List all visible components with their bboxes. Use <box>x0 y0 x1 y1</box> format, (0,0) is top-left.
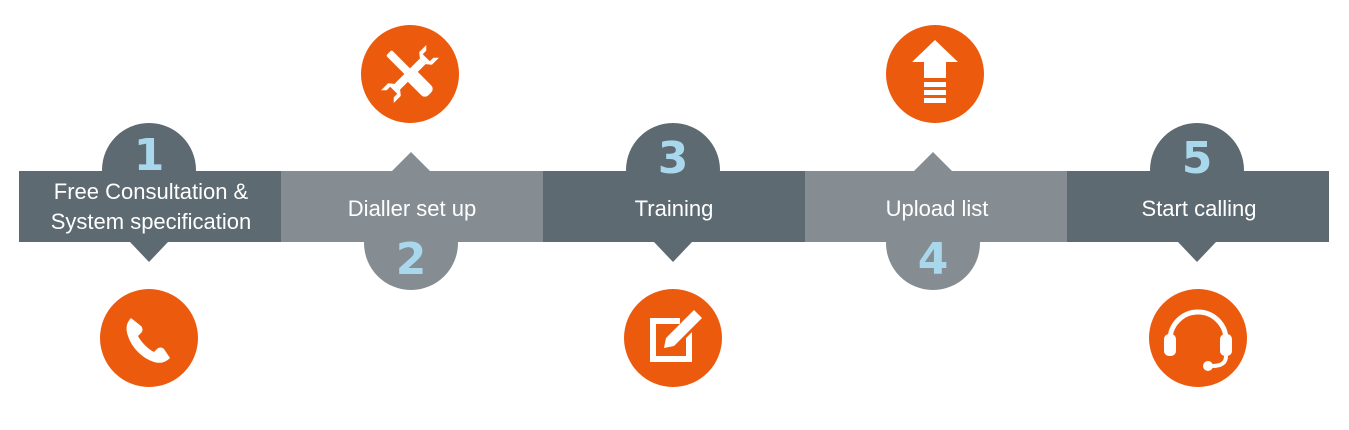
headset-icon <box>1149 289 1247 387</box>
step-4-number: 4 <box>918 234 949 285</box>
step-1-label-line-2: System specification <box>51 209 252 234</box>
step-2: 2 Dialler set up <box>281 25 543 290</box>
step-2-number: 2 <box>396 234 427 285</box>
step-2-pointer <box>392 152 430 171</box>
step-3: 3 Training <box>543 123 805 387</box>
step-1-segment <box>19 171 281 242</box>
phone-icon <box>100 289 198 387</box>
step-1-pointer <box>130 242 168 262</box>
step-5: 5 Start calling <box>1067 123 1329 387</box>
step-1-label-line-1: Free Consultation & <box>54 179 249 204</box>
step-4-pointer <box>914 152 952 171</box>
step-1: 1 Free Consultation & System specificati… <box>19 123 281 387</box>
step-5-number: 5 <box>1182 133 1213 184</box>
step-4: 4 Upload list <box>805 25 1067 290</box>
step-3-segment <box>543 171 805 242</box>
tools-icon <box>361 25 459 123</box>
step-3-number: 3 <box>658 133 689 184</box>
step-4-segment <box>805 171 1067 242</box>
step-3-pointer <box>654 242 692 262</box>
step-5-pointer <box>1178 242 1216 262</box>
step-5-label: Start calling <box>1142 196 1257 221</box>
step-5-segment <box>1067 171 1329 242</box>
step-2-label: Dialler set up <box>348 196 476 221</box>
step-1-number: 1 <box>134 130 165 181</box>
step-2-segment <box>281 171 543 242</box>
step-4-label: Upload list <box>886 196 989 221</box>
step-3-label: Training <box>635 196 714 221</box>
edit-document-icon <box>624 289 722 387</box>
upload-arrow-icon <box>886 25 984 123</box>
